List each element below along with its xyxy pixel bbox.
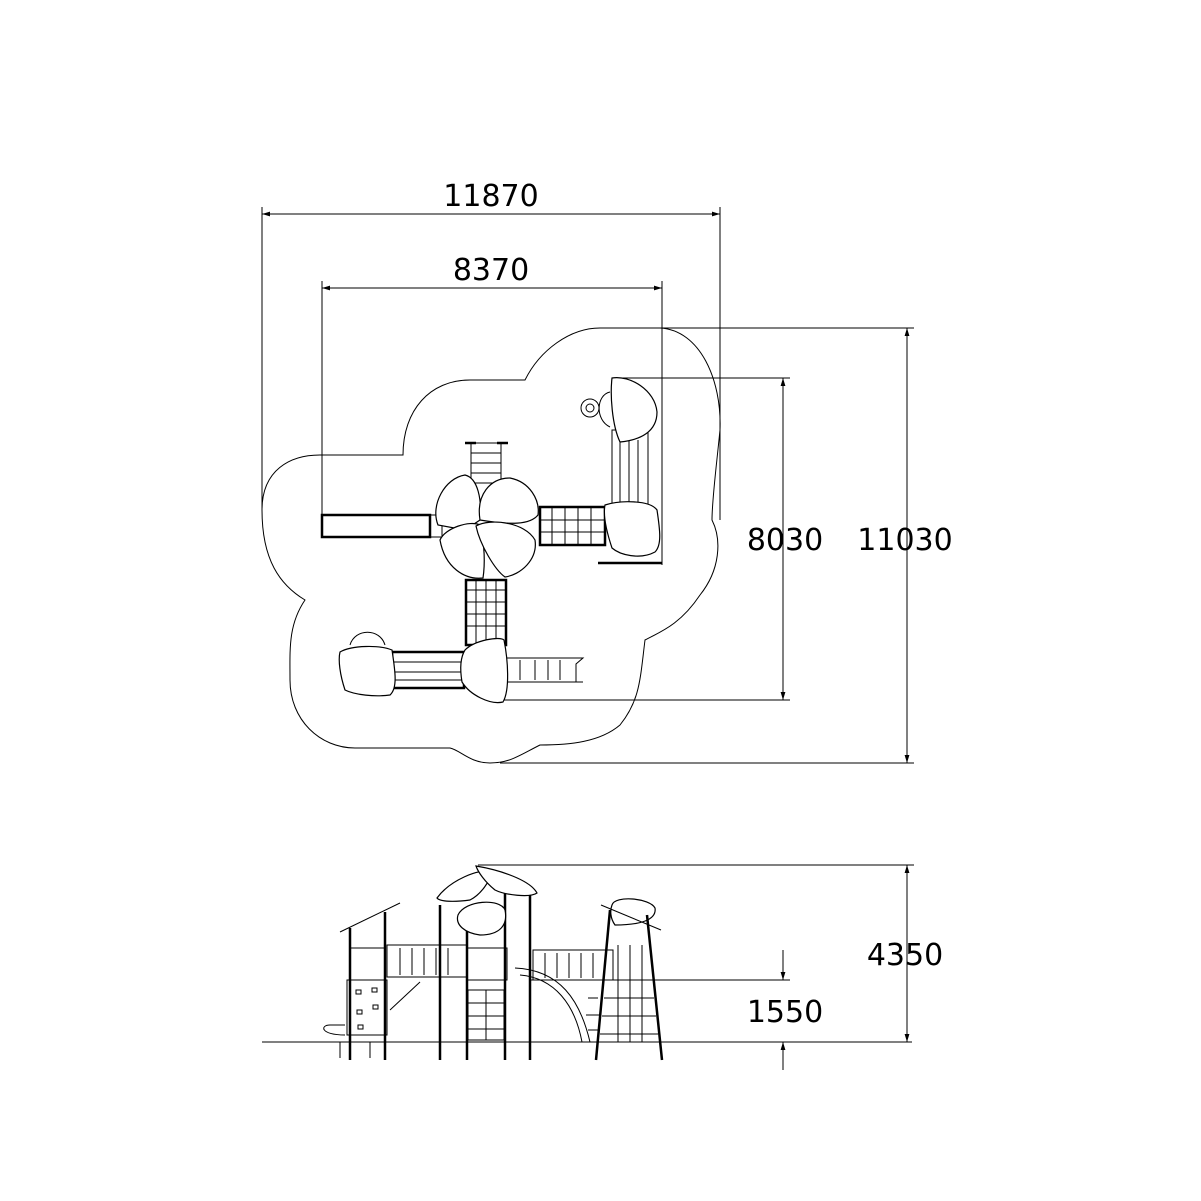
dimension-overall-depth: 11030 bbox=[857, 523, 952, 558]
ladder-plan bbox=[465, 441, 508, 484]
roof-leaf bbox=[610, 377, 658, 443]
steering-wheel-icon bbox=[580, 391, 611, 428]
dimension-inner-width: 8370 bbox=[453, 253, 529, 288]
basket-handle bbox=[349, 631, 386, 646]
right-bridge-elevation bbox=[514, 949, 614, 1043]
elevation-view: 4350 1550 bbox=[262, 864, 943, 1070]
dimension-overall-width: 11870 bbox=[443, 179, 538, 214]
roof-leaf bbox=[478, 477, 539, 524]
dimension-platform-height: 1550 bbox=[747, 995, 823, 1030]
lower-slide-plan bbox=[504, 657, 585, 683]
plan-view: 11870 8370 8030 11030 bbox=[261, 179, 953, 764]
roof-leaf bbox=[475, 521, 536, 578]
central-tower-elevation bbox=[436, 865, 538, 1060]
safety-zone-outline bbox=[261, 327, 721, 764]
left-tower-elevation bbox=[323, 902, 401, 1060]
slide-plan bbox=[320, 513, 443, 539]
roof-leaf bbox=[439, 522, 485, 579]
right-tower-elevation bbox=[594, 898, 664, 1061]
roof-leaf bbox=[338, 645, 396, 697]
bridge-elevation bbox=[386, 944, 468, 1011]
lower-bridge-plan bbox=[390, 650, 466, 690]
net-tunnel-plan bbox=[464, 578, 508, 647]
dimension-overall-height: 4350 bbox=[867, 938, 943, 973]
roof-leaf bbox=[603, 501, 661, 557]
roof-leaf bbox=[435, 474, 482, 531]
walkway-plan bbox=[598, 429, 662, 565]
roof-leaf bbox=[460, 637, 509, 704]
bridge-plan bbox=[538, 505, 607, 547]
dimension-inner-depth: 8030 bbox=[747, 523, 823, 558]
